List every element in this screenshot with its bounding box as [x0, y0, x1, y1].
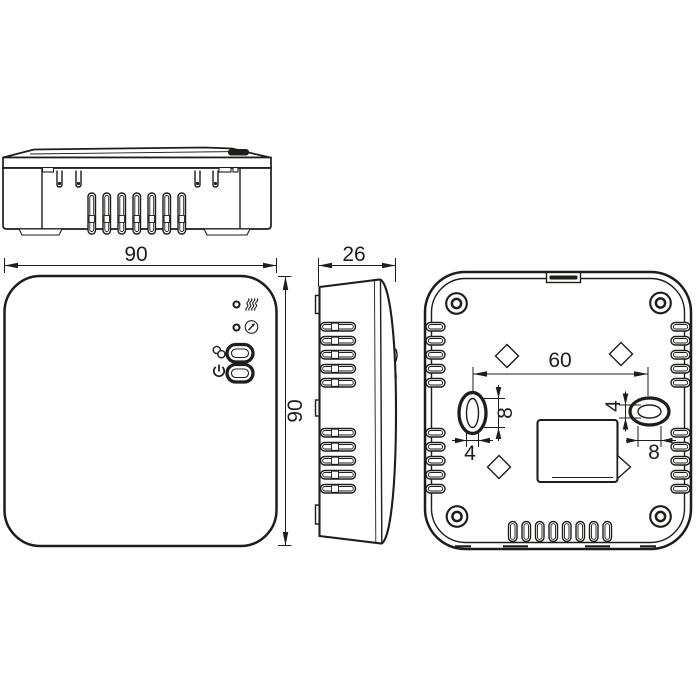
top-button [228, 149, 249, 156]
side-housing [318, 278, 398, 545]
mounting-hole-right [628, 396, 671, 427]
override-arrow-icon [244, 320, 259, 334]
dim-front-height-label: 90 [284, 399, 307, 422]
dim-front-width-label: 90 [124, 243, 147, 266]
diamond-marker-half [616, 453, 632, 481]
status-led [232, 323, 241, 332]
dim-right-hole-height-label: 4 [602, 400, 625, 412]
back-housing [423, 270, 693, 551]
power-button[interactable] [225, 362, 255, 384]
mounting-pins [56, 170, 219, 188]
dim-left-hole-width: 4 [452, 432, 493, 465]
view-top-edge [2, 146, 272, 236]
dim-right-hole-height: 4 [602, 391, 641, 432]
heating-led [232, 300, 241, 309]
view-front: 90 90 [3, 243, 307, 548]
dim-side-depth: 26 [318, 243, 396, 286]
pair-button[interactable] [225, 342, 255, 364]
link-pair-icon [212, 345, 226, 359]
bottom-vent-slots [87, 192, 187, 235]
dim-right-hole-width: 8 [626, 426, 676, 464]
dim-front-width: 90 [4, 243, 277, 273]
mounting-hole-left [457, 390, 488, 436]
dim-front-height: 90 [278, 276, 307, 546]
view-back: 60 8 4 4 [423, 270, 693, 551]
dim-left-hole-height-label: 8 [494, 407, 517, 419]
dim-hole-spacing-label: 60 [548, 349, 571, 372]
cable-entry-box [536, 418, 619, 484]
dim-hole-spacing: 60 [472, 349, 649, 396]
front-housing [3, 274, 278, 548]
heating-waves-icon [245, 298, 259, 311]
dim-right-hole-width-label: 8 [648, 441, 660, 464]
power-icon [213, 364, 225, 378]
dim-side-depth-label: 26 [342, 243, 365, 266]
dim-left-hole-height: 8 [484, 385, 517, 441]
view-side: 26 [314, 243, 398, 545]
dim-left-hole-width-label: 4 [464, 442, 476, 465]
